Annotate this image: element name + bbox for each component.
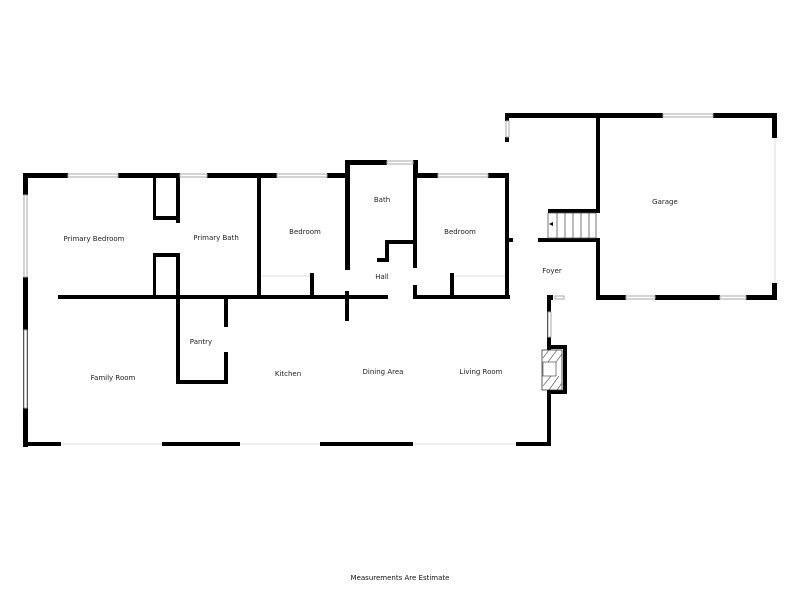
room-label-primary-bedroom: Primary Bedroom (63, 235, 125, 243)
room-label-primary-bath: Primary Bath (193, 234, 239, 242)
room-label-living-room: Living Room (459, 368, 503, 376)
room-label-pantry: Pantry (189, 338, 213, 346)
room-label-bedroom-1: Bedroom (289, 228, 321, 236)
room-label-hall: Hall (375, 273, 389, 281)
room-label-dining-area: Dining Area (362, 368, 404, 376)
wall (23, 173, 68, 178)
room-label-kitchen: Kitchen (274, 370, 302, 378)
room-label-garage: Garage (652, 198, 678, 206)
fireplace (541, 349, 563, 391)
room-label-foyer: Foyer (542, 267, 562, 275)
room-label-bedroom-2: Bedroom (444, 228, 476, 236)
room-label-bath: Bath (373, 196, 391, 204)
measurement-disclaimer: Measurements Are Estimate (350, 574, 450, 582)
room-label-family-room: Family Room (90, 374, 136, 382)
